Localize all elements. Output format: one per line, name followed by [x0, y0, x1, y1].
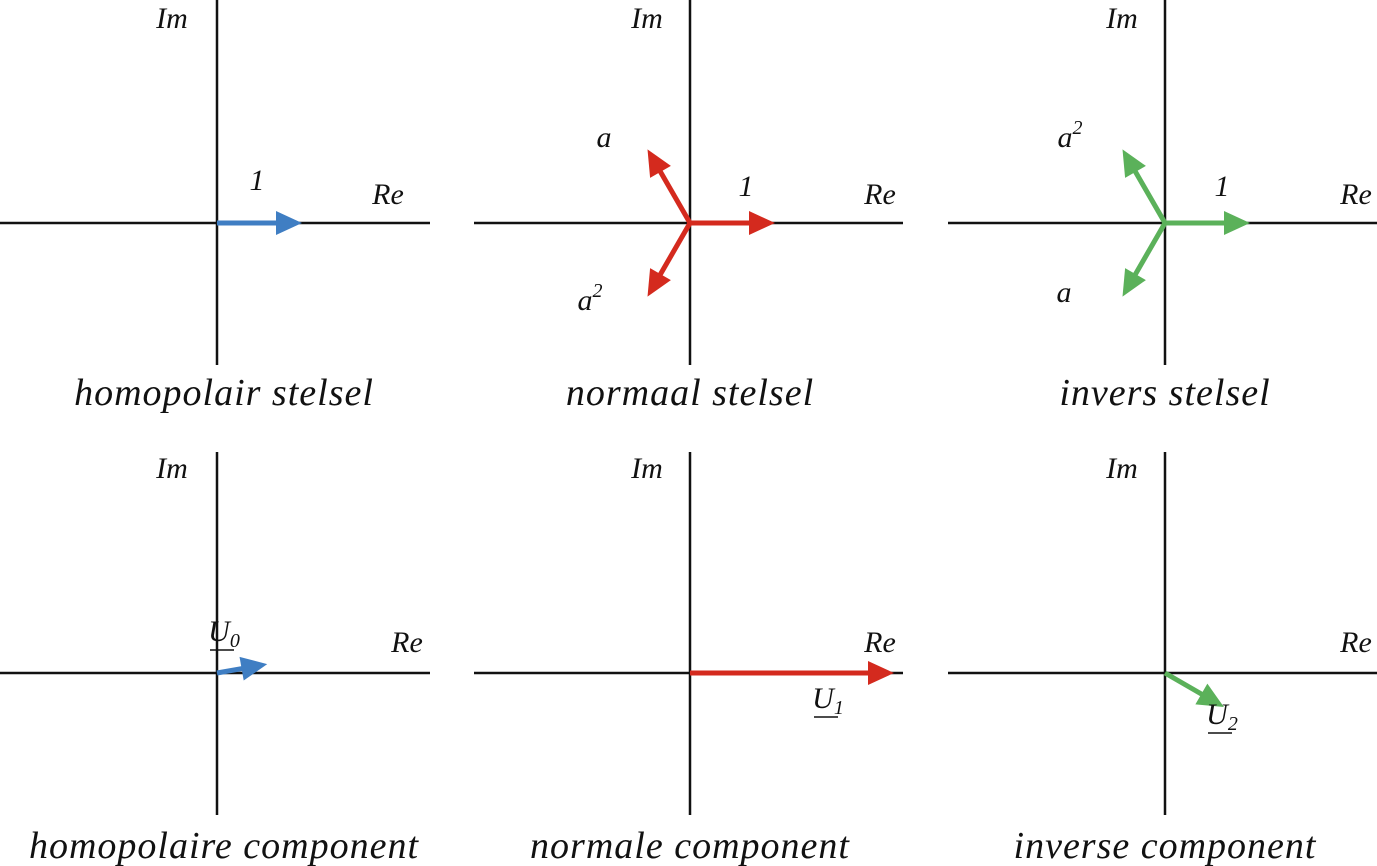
axis-label-re: Re [1339, 178, 1372, 211]
vector-label-a2: a2 [1058, 117, 1083, 154]
vector-a2: a2 [578, 221, 693, 317]
vector-u1: U1 [690, 661, 894, 719]
caption-invers-stelsel: invers stelsel [1059, 372, 1270, 414]
axis-label-im: Im [1105, 2, 1138, 35]
vector-label-u0: U0 [208, 615, 240, 652]
axis-label-im: Im [155, 2, 188, 35]
axis-label-re: Re [1339, 626, 1372, 659]
axis-label-im: Im [155, 452, 188, 485]
caption-homopolaire-component: homopolaire component [29, 825, 419, 866]
caption-homopolair-stelsel: homopolair stelsel [74, 372, 374, 414]
vector-unit: 1 [217, 164, 302, 235]
vector-label-unit: 1 [1215, 170, 1230, 203]
axis-label-re: Re [371, 178, 404, 211]
axis-label-re: Re [863, 626, 896, 659]
vector-label-a2: a2 [578, 280, 603, 317]
caption-normaal-stelsel: normaal stelsel [566, 372, 814, 414]
axis-label-re: Re [390, 626, 423, 659]
vector-u0: U0 [208, 615, 268, 681]
caption-inverse-component: inverse component [1014, 825, 1317, 866]
vector-a: a [1057, 221, 1168, 309]
axis-label-im: Im [630, 2, 663, 35]
vector-label-u1: U1 [812, 682, 844, 719]
vector-u2: U2 [1163, 670, 1238, 735]
axis-label-re: Re [863, 178, 896, 211]
vector-label-unit: 1 [250, 164, 265, 197]
vector-a: a [597, 121, 693, 225]
vector-label-a: a [1057, 276, 1072, 309]
vector-a2: a2 [1058, 117, 1168, 225]
axis-label-im: Im [1105, 452, 1138, 485]
caption-normale-component: normale component [530, 825, 850, 866]
axis-label-im: Im [630, 452, 663, 485]
vector-unit: 1 [1165, 170, 1250, 235]
vector-label-unit: 1 [739, 170, 754, 203]
vector-label-u2: U2 [1206, 698, 1238, 735]
vector-label-a: a [597, 121, 612, 154]
vector-unit: 1 [690, 170, 775, 235]
